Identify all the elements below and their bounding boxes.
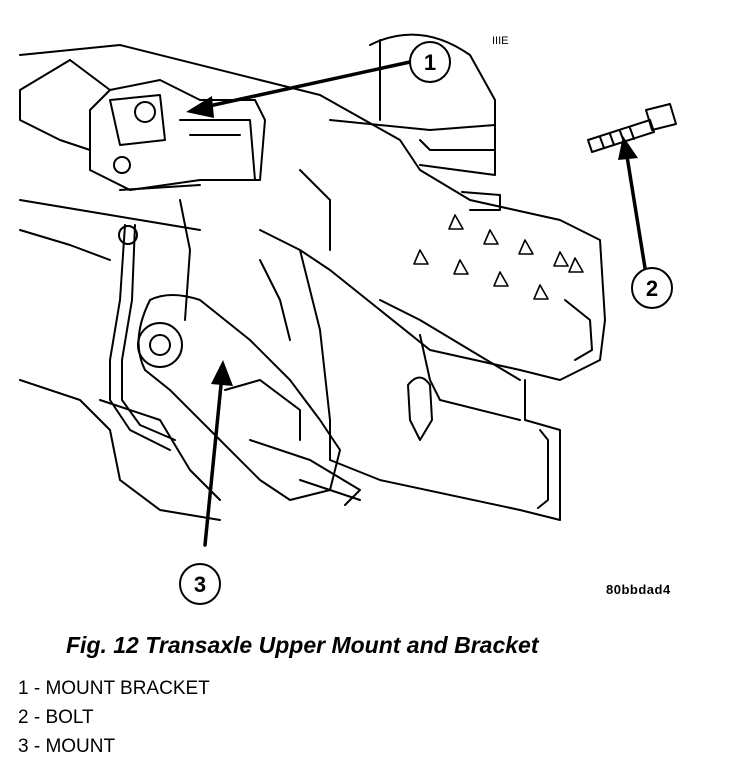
corner-stamp: IIIE <box>492 35 509 47</box>
legend-item: 1 - MOUNT BRACKET <box>18 678 210 699</box>
parts-legend: 1 - MOUNT BRACKET 2 - BOLT 3 - MOUNT <box>18 677 210 764</box>
engine-lines <box>19 169 331 521</box>
figure-code: 80bbdad4 <box>606 582 671 597</box>
callout-1: 1 <box>409 41 451 83</box>
frame-rail <box>19 33 606 521</box>
callout-3-label: 3 <box>194 572 206 597</box>
rail-holes <box>413 214 584 300</box>
callout-3: 3 <box>179 563 221 605</box>
mount-bracket <box>19 59 266 191</box>
arrow-heads <box>186 96 638 386</box>
callout-1-label: 1 <box>424 50 436 75</box>
bolt <box>587 103 677 153</box>
legend-item: 2 - BOLT <box>18 707 94 728</box>
callout-2-label: 2 <box>646 276 658 301</box>
legend-item: 3 - MOUNT <box>18 736 116 757</box>
transaxle-mount-illustration: 1 2 3 IIIE <box>19 33 677 605</box>
figure-caption: Fig. 12 Transaxle Upper Mount and Bracke… <box>66 632 539 658</box>
callout-2: 2 <box>631 267 673 309</box>
transaxle-mount <box>137 294 361 506</box>
leader-arrows <box>198 60 647 547</box>
